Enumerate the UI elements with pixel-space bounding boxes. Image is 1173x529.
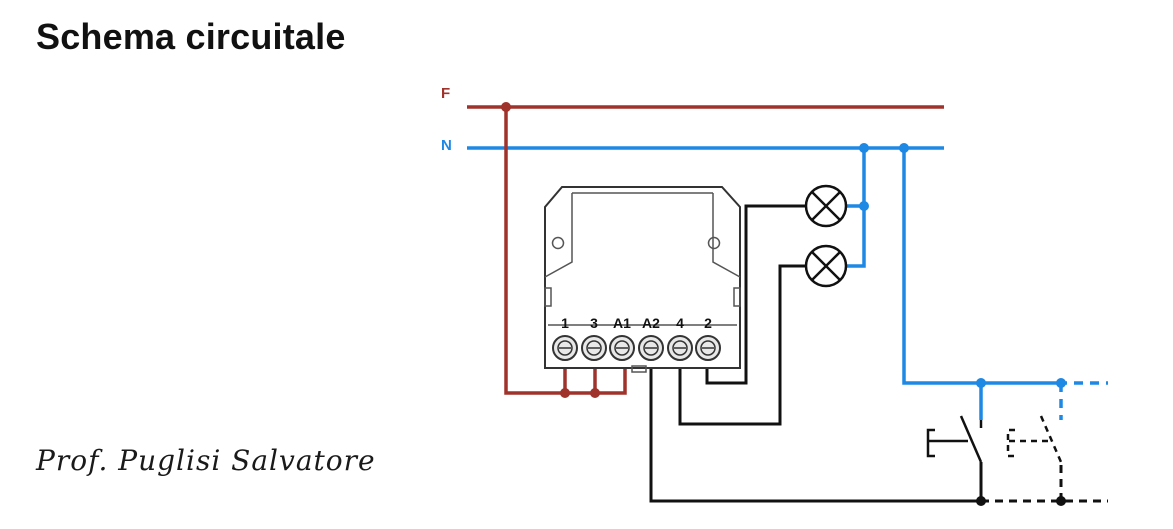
control-junction [1056,496,1066,506]
screw-terminal-1 [552,335,578,361]
neutral-junction [899,143,909,153]
terminal-4-to-lamp-2-wire [678,264,806,426]
neutral-junction [859,201,869,211]
screw-terminal-a2 [638,335,664,361]
page-title: Schema circuitale [36,16,346,57]
mounting-hole [551,236,565,250]
mounting-hole [707,236,721,250]
neutral-label: N [441,137,452,154]
terminal-2-to-lamp-1-wire [705,204,806,385]
relay-device [544,186,741,373]
terminal-label-1: 1 [561,315,569,331]
phase-label: F [441,85,450,102]
lamp-1 [804,184,848,228]
neutral-junction [1056,378,1066,388]
pushbutton-1 [926,415,983,463]
terminal-label-a2: A2 [642,315,660,331]
neutral-junction [976,378,986,388]
phase-junction [590,388,600,398]
author-signature: Prof. Puglisi Salvatore [36,444,376,477]
screw-terminal-3 [581,335,607,361]
phase-junction [560,388,570,398]
lamp-2 [804,244,848,288]
screw-terminal-2 [695,335,721,361]
control-junction [976,496,986,506]
terminal-label-3: 3 [590,315,598,331]
neutral-junction [859,143,869,153]
terminal-label-a1: A1 [613,315,631,331]
screw-terminal-a1 [609,335,635,361]
neutral-to-lamps-wire [846,148,866,268]
terminal-a2-to-buttons-wire [649,368,981,503]
terminal-label-2: 2 [704,315,712,331]
screw-terminal-4 [667,335,693,361]
phase-junction [501,102,511,112]
neutral-to-buttons-wire [902,148,1058,385]
pushbutton-2-optional [1006,415,1063,463]
terminal-label-4: 4 [676,315,684,331]
